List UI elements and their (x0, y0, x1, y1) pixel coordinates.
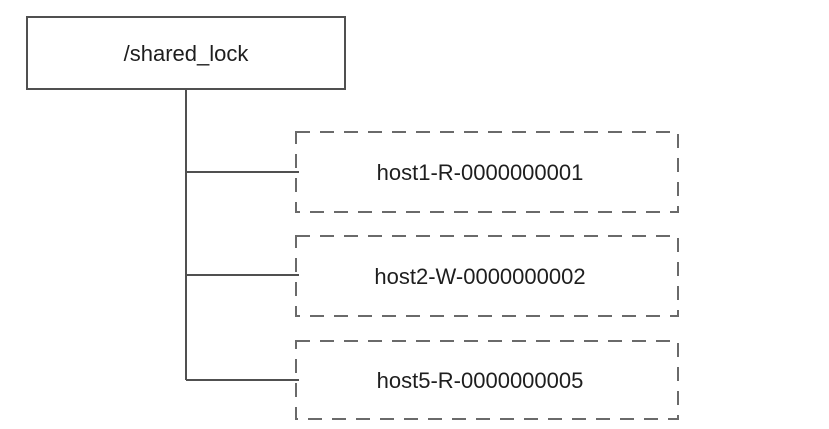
child-node-1-box (295, 131, 679, 213)
root-node: /shared_lock (26, 16, 346, 90)
child-node-2: host2-W-0000000002 (295, 235, 679, 317)
child-node-3-box (295, 340, 679, 420)
child-node-1-label: host1-R-0000000001 (377, 160, 584, 185)
child-node-1: host1-R-0000000001 (295, 131, 679, 213)
tree-connectors (185, 89, 299, 381)
child-node-3-label: host5-R-0000000005 (377, 368, 584, 393)
root-node-box (26, 16, 346, 90)
child-node-2-box (295, 235, 679, 317)
root-node-label: /shared_lock (124, 41, 250, 66)
child-node-2-label: host2-W-0000000002 (374, 264, 585, 289)
child-node-3: host5-R-0000000005 (295, 340, 679, 420)
